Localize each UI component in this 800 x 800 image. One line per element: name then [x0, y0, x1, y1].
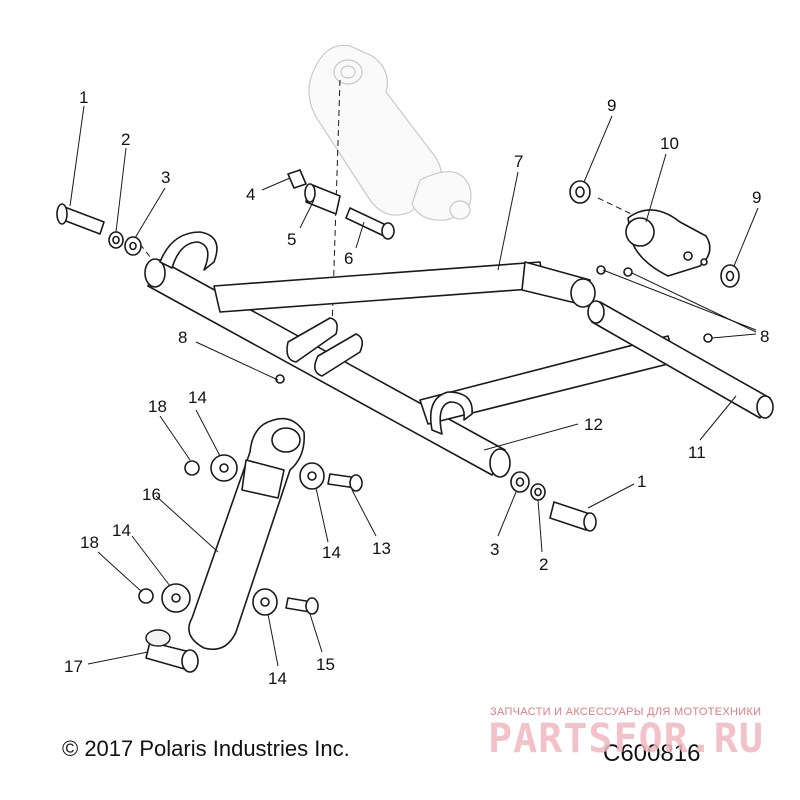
washer-3-top: [124, 236, 142, 256]
copyright-text: © 2017 Polaris Industries Inc.: [62, 736, 350, 761]
grease-fitting-8-c: [703, 333, 713, 343]
washer-14-c: [161, 583, 191, 613]
bushing-17: [145, 629, 199, 673]
watermark-tagline: ЗАПЧАСТИ И АКСЕССУАРЫ ДЛЯ МОТОТЕХНИКИ: [490, 706, 762, 718]
nut-18-a: [184, 460, 200, 476]
spacer-5: [304, 183, 341, 215]
callout-labels: 1 2 3 4 5 6 7 8 9 10 9 8 11 12 3 2 1 14 …: [64, 88, 769, 688]
callout-14-a: 14: [188, 388, 207, 407]
callout-4: 4: [246, 185, 255, 204]
callout-16: 16: [142, 485, 161, 504]
grease-fitting-8-a: [596, 265, 606, 275]
callout-8-right: 8: [760, 327, 769, 346]
bushing-4: [287, 169, 307, 189]
callout-14-d: 14: [268, 669, 287, 688]
callout-13: 13: [372, 539, 391, 558]
link-arm-16: [188, 417, 306, 651]
callout-8-left: 8: [178, 328, 187, 347]
washer-14-d: [252, 588, 278, 616]
callout-11: 11: [688, 443, 706, 462]
callout-6: 6: [344, 249, 353, 268]
callout-3-top: 3: [161, 168, 170, 187]
callout-7: 7: [514, 152, 523, 171]
callout-1-top: 1: [79, 88, 88, 107]
diagram-code: C600816: [603, 740, 701, 767]
shock-absorber-ghost: [308, 44, 472, 221]
pivot-bracket-10: [625, 209, 711, 277]
callout-14-c: 14: [112, 521, 131, 540]
washer-2-top: [108, 231, 124, 249]
washer-2-bottom: [530, 483, 546, 501]
callout-18-b: 18: [80, 533, 99, 552]
washer-14-b: [299, 462, 325, 490]
callout-18-a: 18: [148, 397, 167, 416]
bolt-1-bottom: [549, 501, 597, 532]
callout-10: 10: [660, 134, 679, 153]
washer-14-a: [210, 454, 238, 482]
watermark-logo: PARTSFOR.RU: [488, 716, 764, 762]
grease-fitting-8-b: [623, 267, 633, 277]
washer-9-top: [569, 180, 591, 204]
bolt-15: [285, 597, 319, 615]
washer-3-bottom: [510, 471, 530, 493]
leader-lines: [69, 105, 759, 667]
callout-9-right: 9: [752, 188, 761, 207]
callout-2-top: 2: [121, 130, 130, 149]
callout-2-bottom: 2: [539, 555, 548, 574]
nut-18-b: [138, 588, 154, 604]
callout-3-bottom: 3: [490, 540, 499, 559]
callout-9-top: 9: [607, 96, 616, 115]
callout-14-b: 14: [322, 543, 341, 562]
callout-17: 17: [64, 657, 83, 676]
bolt-6: [345, 207, 395, 240]
grease-fitting-8-left: [275, 374, 285, 384]
a-arm-frame: [144, 231, 774, 478]
callout-1-bottom: 1: [637, 472, 646, 491]
washer-9-right: [720, 264, 740, 288]
callout-5: 5: [287, 230, 296, 249]
bolt-13: [327, 473, 363, 492]
callout-12: 12: [584, 415, 603, 434]
callout-15: 15: [316, 655, 335, 674]
bolt-1-top: [56, 203, 105, 235]
